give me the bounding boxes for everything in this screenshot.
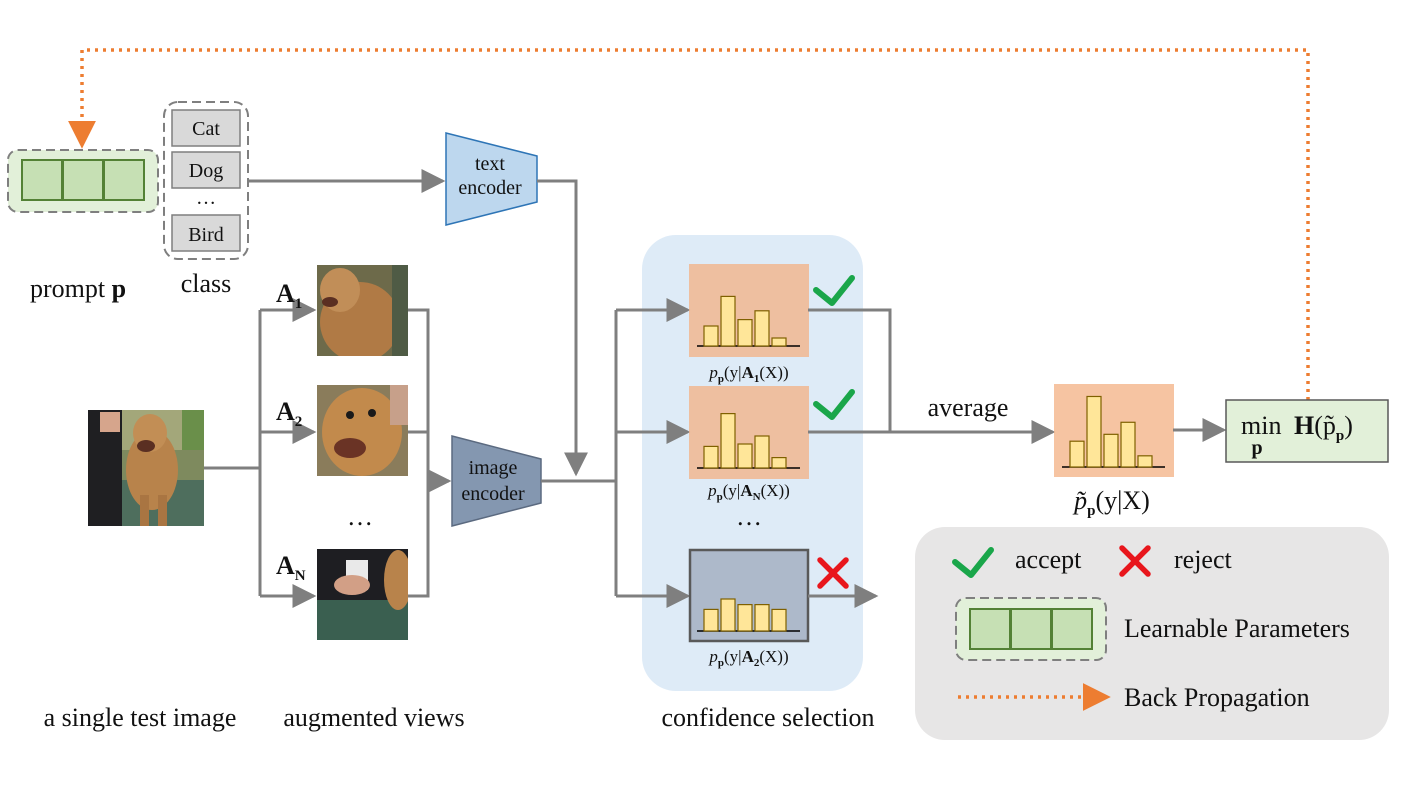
histogram-bar bbox=[720, 295, 736, 347]
prompt-label: prompt p bbox=[30, 274, 126, 303]
augmented-views-label: augmented views bbox=[283, 703, 464, 732]
objective-box: min p H(p̃p) bbox=[1225, 399, 1389, 463]
class-ellipsis: … bbox=[196, 187, 216, 209]
back-propagation-arrow bbox=[68, 48, 1310, 400]
prompt-parameters bbox=[7, 149, 159, 213]
legend-backprop-label: Back Propagation bbox=[1124, 683, 1310, 712]
histogram-bar bbox=[1069, 440, 1085, 468]
histogram-bar bbox=[720, 413, 736, 469]
accepted-1-to-average bbox=[808, 308, 892, 432]
augmented-view-1 bbox=[317, 265, 408, 356]
histogram-bar bbox=[720, 598, 736, 632]
histogram-bar bbox=[1086, 395, 1102, 468]
reject-cross-icon bbox=[817, 557, 849, 589]
legend-accept-check-icon bbox=[952, 547, 994, 578]
histogram-bar bbox=[1103, 433, 1119, 468]
selection-ellipsis: … bbox=[736, 502, 762, 531]
class-item-cat: Cat bbox=[192, 118, 220, 140]
class-box: Cat Dog … Bird bbox=[163, 101, 249, 260]
accept-check-icon-1 bbox=[813, 275, 855, 306]
svg-text:image: image bbox=[469, 457, 518, 479]
histogram-bar bbox=[703, 445, 719, 469]
confidence-selection-label: confidence selection bbox=[662, 703, 875, 732]
arrow-text-encoder-down bbox=[537, 179, 588, 477]
svg-text:encoder: encoder bbox=[461, 483, 525, 505]
histogram-rejected-2 bbox=[688, 548, 810, 643]
hist-caption-n: pp(y|AN(X)) bbox=[707, 481, 790, 503]
svg-text:min: min bbox=[1241, 411, 1281, 440]
aug-label-1: A1 bbox=[276, 279, 302, 312]
histogram-bar bbox=[703, 608, 719, 632]
histogram-bar bbox=[754, 435, 770, 469]
average-label: average bbox=[928, 393, 1009, 422]
legend-panel bbox=[915, 527, 1389, 740]
svg-text:text: text bbox=[475, 153, 505, 175]
aug-label-n: AN bbox=[276, 551, 306, 584]
class-label: class bbox=[181, 269, 232, 298]
legend-learnable-params-icon bbox=[955, 597, 1107, 661]
class-item-dog: Dog bbox=[189, 160, 223, 182]
histogram-bar bbox=[1120, 421, 1136, 468]
hist-caption-1: pp(y|A1(X)) bbox=[708, 363, 788, 385]
histogram-bar bbox=[1137, 455, 1153, 468]
histogram-bar bbox=[771, 337, 787, 347]
legend-accept-label: accept bbox=[1015, 545, 1082, 574]
hist-caption-2: pp(y|A2(X)) bbox=[708, 647, 788, 669]
histogram-bar bbox=[737, 443, 753, 469]
histogram-average bbox=[1054, 384, 1174, 477]
histogram-bar bbox=[771, 608, 787, 632]
augmented-view-n bbox=[317, 549, 408, 640]
test-image-label: a single test image bbox=[44, 703, 237, 732]
aug-ellipsis: … bbox=[347, 502, 373, 531]
histogram-bar bbox=[737, 319, 753, 347]
histogram-bar bbox=[703, 325, 719, 347]
accept-check-icon-n bbox=[813, 389, 855, 420]
class-item-bird: Bird bbox=[188, 224, 224, 246]
legend-reject-cross-icon bbox=[1119, 545, 1151, 577]
histogram-bar bbox=[737, 603, 753, 632]
text-encoder: text encoder bbox=[445, 132, 538, 226]
histogram-bar bbox=[754, 310, 770, 347]
image-encoder: image encoder bbox=[451, 435, 542, 527]
aug-label-2: A2 bbox=[276, 397, 302, 430]
augmented-view-2 bbox=[317, 385, 408, 476]
histogram-bar bbox=[754, 603, 770, 632]
arrow-views-merge bbox=[408, 308, 430, 598]
legend-learnable-label: Learnable Parameters bbox=[1124, 614, 1350, 643]
histogram-bar bbox=[771, 457, 787, 469]
svg-text:H(p̃p): H(p̃p) bbox=[1294, 411, 1353, 444]
svg-text:p: p bbox=[1251, 437, 1262, 459]
histogram-accepted-1 bbox=[689, 264, 809, 357]
histogram-accepted-n bbox=[689, 386, 809, 479]
svg-text:encoder: encoder bbox=[458, 177, 522, 199]
legend-reject-label: reject bbox=[1174, 545, 1233, 574]
test-image bbox=[88, 410, 204, 526]
avg-caption: p̃p(y|X) bbox=[1072, 486, 1150, 519]
